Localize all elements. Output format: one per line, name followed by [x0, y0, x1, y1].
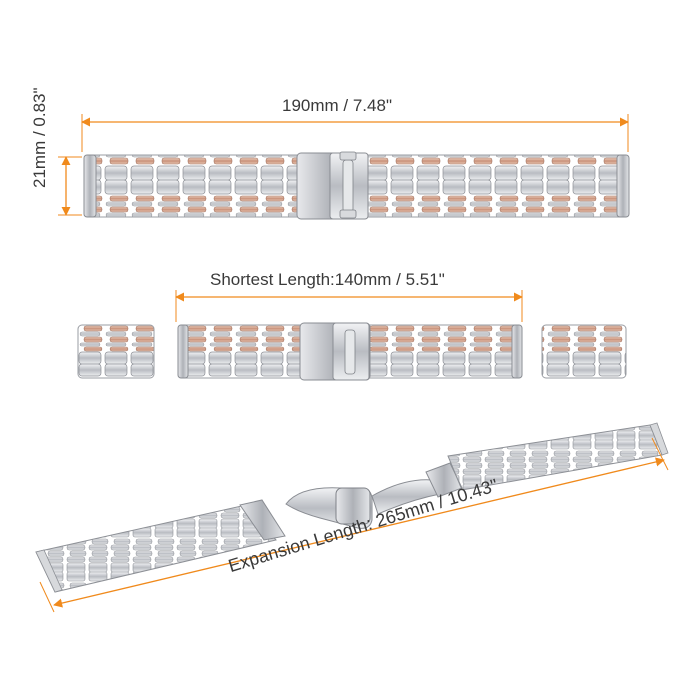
expansion-length-dimension-line [53, 457, 665, 608]
band-full-length [83, 151, 630, 220]
removable-links-left [77, 324, 155, 379]
removable-links-right [541, 324, 627, 379]
width-label: 21mm / 0.83" [30, 87, 49, 188]
total-length-label: 190mm / 7.48" [282, 96, 392, 115]
band-shortest-length [177, 322, 523, 381]
shortest-length-label: Shortest Length:140mm / 5.51" [210, 270, 445, 289]
band-open-expanded [35, 422, 669, 593]
